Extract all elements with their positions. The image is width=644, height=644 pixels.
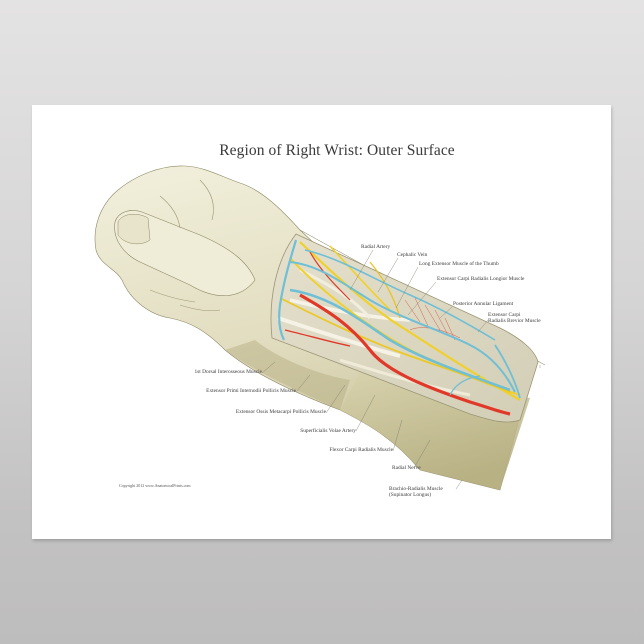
label-cephalic-vein: Cephalic Vein — [397, 252, 428, 258]
label-1st-dorsal-interosseous: 1st Dorsal Interosseous Muscle — [194, 369, 262, 375]
label-brachio-radialis: Brachio-Radialis Muscle (Supinator Longu… — [389, 486, 443, 499]
label-extensor-carpi-radialis-brevior: Extensor Carpi Radialis Brevior Muscle — [488, 312, 541, 325]
label-extensor-ossis-metacarpi-pollicis: Extensor Ossis Metacarpi Pollicis Muscle — [235, 409, 326, 415]
label-flexor-carpi-radialis: Flexor Carpi Radialis Muscle — [329, 447, 393, 453]
dissection-window — [270, 233, 539, 423]
label-extensor-primi-internodii-pollicis: Extensor Primi Internodii Pollicis Muscl… — [206, 388, 296, 394]
label-line-1: Extensor Carpi — [488, 312, 521, 318]
label-posterior-annular-ligament: Posterior Annular Ligament — [453, 301, 514, 307]
label-line-2: Radialis Brevior Muscle — [488, 318, 541, 325]
label-line-2: (Supinator Longus) — [389, 492, 432, 499]
label-long-extensor-thumb: Long Extensor Muscle of the Thumb — [419, 261, 499, 267]
label-line-1: Brachio-Radialis Muscle — [389, 486, 443, 492]
label-extensor-carpi-radialis-longior: Extensor Carpi Radialis Longior Muscle — [437, 276, 525, 282]
label-leader-lines — [261, 249, 541, 490]
label-radial-nerve: Radial Nerve — [392, 465, 421, 471]
label-superficialis-volae-artery: Superficialis Volae Artery — [300, 428, 356, 434]
poster-title: Region of Right Wrist: Outer Surface — [219, 142, 455, 159]
copyright-notice: Copyright 2012 www.AnatomicalPrints.com — [119, 483, 191, 488]
label-radial-artery: Radial Artery — [361, 244, 391, 250]
